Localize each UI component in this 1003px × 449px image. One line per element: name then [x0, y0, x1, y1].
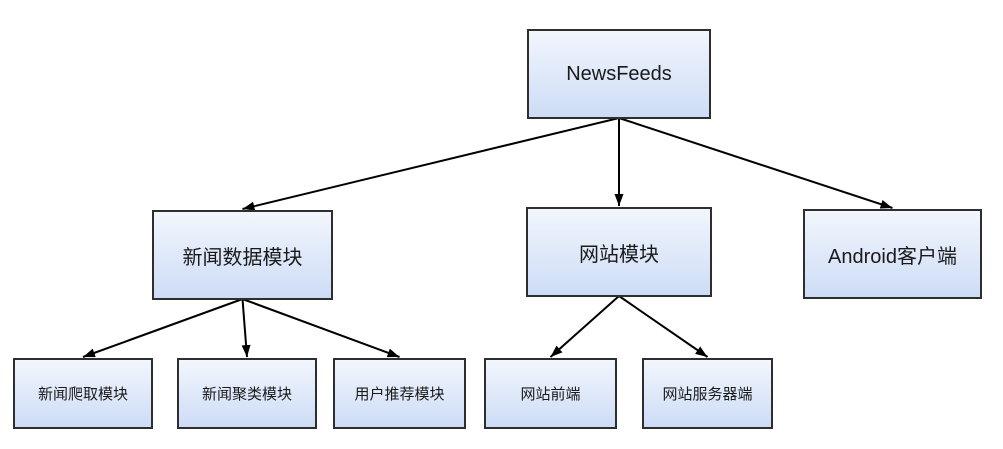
node-android-client: Android客户端 — [803, 209, 982, 299]
node-news-clustering-module: 新闻聚类模块 — [177, 358, 317, 429]
node-news-data-module-label: 新闻数据模块 — [182, 246, 303, 269]
node-android-client-label: Android客户端 — [828, 245, 957, 268]
node-newsfeeds: NewsFeeds — [527, 29, 711, 119]
node-news-data-module: 新闻数据模块 — [152, 210, 333, 300]
node-website-server-label: 网站服务器端 — [662, 386, 753, 403]
node-website-frontend-label: 网站前端 — [520, 386, 581, 403]
node-website-module: 网站模块 — [526, 207, 712, 297]
node-news-crawler-module: 新闻爬取模块 — [13, 358, 153, 429]
node-user-recommendation-module: 用户推荐模块 — [333, 358, 466, 429]
node-newsfeeds-label: NewsFeeds — [566, 62, 672, 85]
node-news-clustering-module-label: 新闻聚类模块 — [201, 386, 292, 403]
node-user-recommendation-module-label: 用户推荐模块 — [354, 386, 445, 403]
node-website-server: 网站服务器端 — [642, 358, 773, 429]
node-website-frontend: 网站前端 — [484, 358, 617, 429]
node-news-crawler-module-label: 新闻爬取模块 — [37, 386, 128, 403]
node-website-module-label: 网站模块 — [579, 243, 659, 266]
